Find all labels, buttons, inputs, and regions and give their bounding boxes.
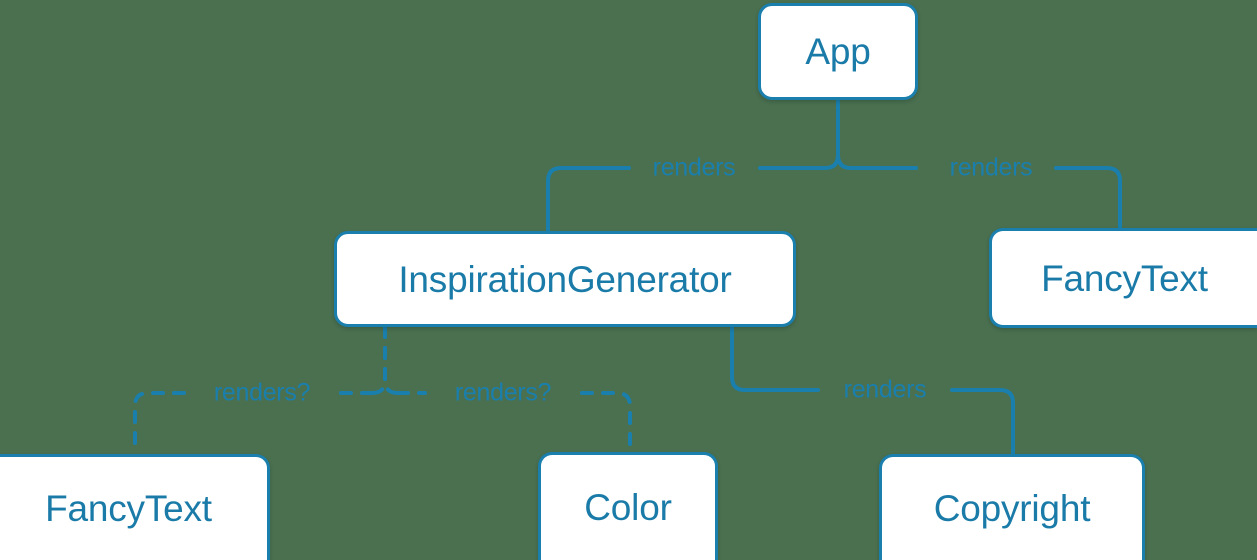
node-fancytext-right[interactable]: FancyText: [989, 228, 1257, 328]
edge-app-stub-mirror: [823, 98, 840, 170]
edge-app-inspiration-left: [546, 166, 631, 233]
node-color[interactable]: Color: [538, 452, 718, 560]
node-copyright-label: Copyright: [933, 488, 1091, 529]
edge-inspiration-color-right: [580, 391, 632, 454]
node-app-label: App: [805, 31, 871, 72]
edge-label-app-inspiration: renders: [652, 153, 736, 182]
edge-inspiration-dashed-stub-mirror: [370, 325, 387, 395]
edge-label-inspiration-fancytext: renders?: [213, 378, 311, 407]
edge-label-inspiration-copyright: renders: [843, 375, 927, 404]
node-color-label: Color: [584, 487, 672, 528]
node-fancytext-left-label: FancyText: [45, 488, 212, 529]
node-fancytext-left[interactable]: FancyText: [0, 454, 270, 560]
edge-inspiration-copyright-right: [950, 388, 1015, 456]
node-inspiration-generator-label: InspirationGenerator: [398, 258, 732, 300]
edge-label-inspiration-color: renders?: [454, 378, 552, 407]
edge-label-app-fancytext: renders: [949, 153, 1033, 182]
node-fancytext-right-label: FancyText: [1041, 257, 1208, 299]
edge-inspiration-copyright-left: [730, 325, 820, 392]
edge-inspiration-fancytext-left: [133, 391, 186, 456]
node-app[interactable]: App: [758, 3, 918, 100]
edge-app-fancytext-right: [1054, 166, 1122, 230]
node-inspiration-generator[interactable]: InspirationGenerator: [334, 231, 796, 327]
node-copyright[interactable]: Copyright: [879, 454, 1145, 560]
